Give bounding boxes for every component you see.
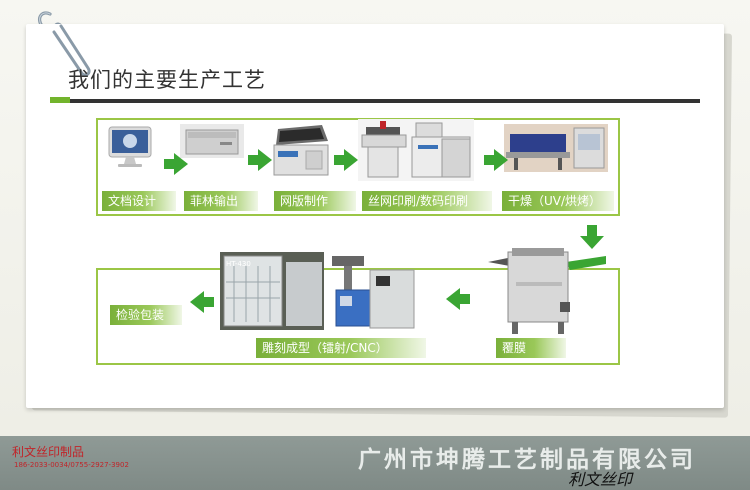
- step-label: 覆膜: [496, 338, 566, 358]
- film-output-machine-icon: [180, 124, 244, 158]
- flow-arrow-right-icon: [164, 153, 188, 175]
- step-label: 雕刻成型（镭射/CNC）: [256, 338, 426, 358]
- flow-arrow-right-icon: [334, 149, 358, 171]
- machine-plate-text: HT-430: [226, 260, 251, 268]
- flow-arrow-right-icon: [484, 149, 508, 171]
- flow-arrow-left-icon: [446, 288, 470, 310]
- title-underline-accent: [50, 97, 70, 103]
- footer-brand: 利文丝印制品: [12, 445, 85, 459]
- step-label: 文档设计: [102, 191, 176, 211]
- step-label: 检验包装: [110, 305, 182, 325]
- cnc-and-laser-machine-icon: [220, 252, 415, 330]
- step-label: 干燥（UV/烘烤）: [502, 191, 614, 211]
- flow-arrow-right-icon: [248, 149, 272, 171]
- laminating-machine-icon: [488, 248, 606, 334]
- footer-company-name: 广州市坤腾工艺制品有限公司: [358, 447, 696, 473]
- flow-arrow-left-icon: [190, 291, 214, 313]
- screen-printer-and-digital-press-icon: [358, 119, 474, 181]
- flow-arrow-down-icon: [580, 225, 604, 249]
- paper-clip-front-icon: [52, 24, 91, 77]
- footer-phone: 186-2033-0034/0755-2927-3902: [14, 461, 129, 469]
- step-label: 网版制作: [274, 191, 356, 211]
- slide-title: 我们的主要生产工艺: [68, 68, 266, 92]
- step-label: 丝网印刷/数码印刷: [362, 191, 492, 211]
- step-label: 菲林输出: [184, 191, 258, 211]
- bottom-process-frame: [96, 268, 620, 365]
- footer-signature: 利文丝印: [568, 470, 633, 489]
- uv-dryer-and-oven-icon: [504, 124, 608, 172]
- title-underline: [70, 99, 700, 103]
- screen-exposure-machine-icon: [273, 125, 329, 176]
- footer-bar: [0, 436, 750, 490]
- imac-computer-icon: [108, 126, 152, 167]
